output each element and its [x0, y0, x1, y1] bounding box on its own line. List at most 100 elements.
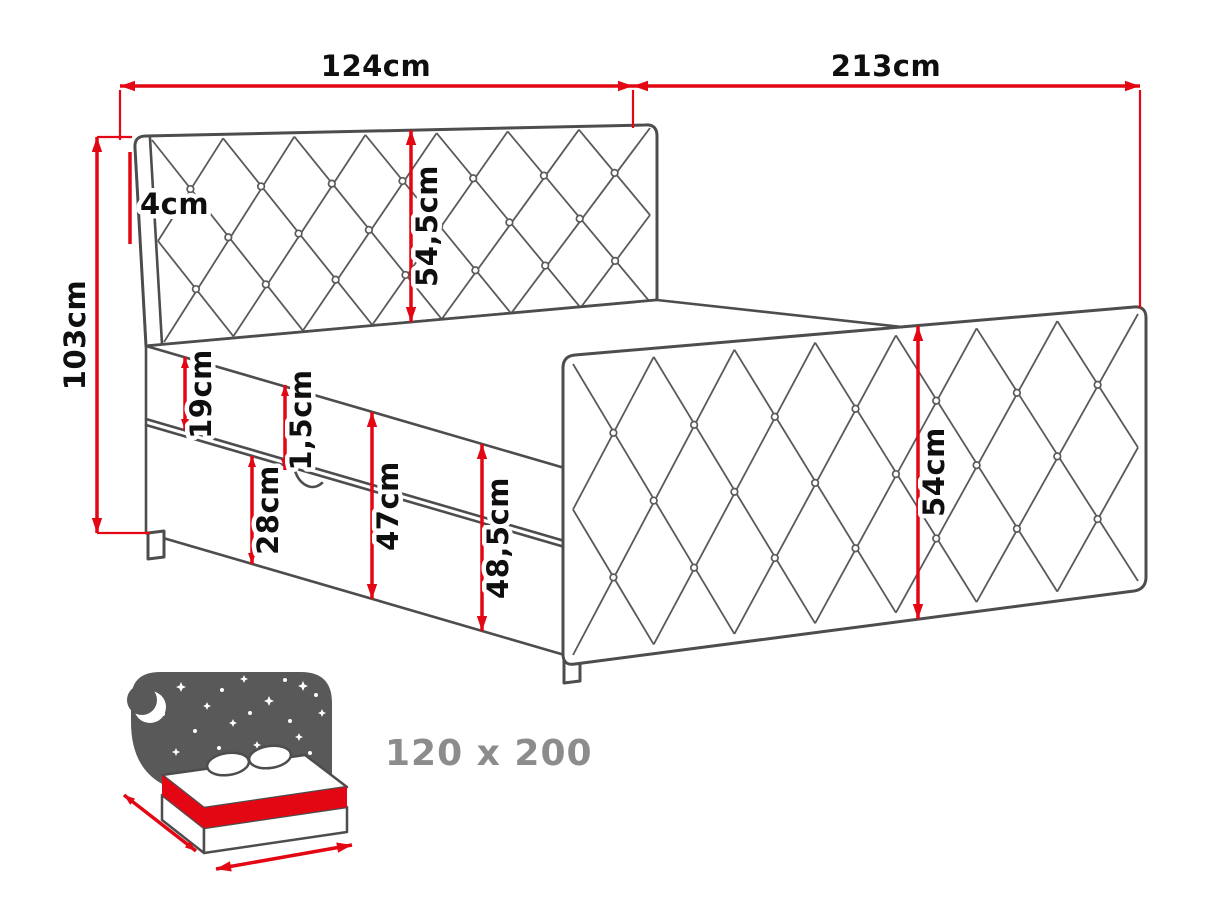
icon-mattress-red-left-face	[162, 775, 204, 828]
label-top-thickness: 4cm	[140, 187, 209, 221]
tufting-button	[434, 221, 444, 231]
tufting-button	[649, 496, 658, 505]
tufting-button	[770, 553, 779, 563]
tufting-button	[609, 573, 618, 582]
label-side-mid-height: 47cm	[371, 461, 405, 551]
dimension-labels: 124cm 213cm 103cm 4cm 54,5cm 19cm 1,5cm …	[54, 45, 956, 604]
star-icon	[172, 748, 180, 756]
star-dot-icon	[283, 678, 287, 682]
tufting-button	[331, 275, 340, 284]
size-variant-label: 120 x 200	[385, 733, 593, 774]
tufting-button	[1012, 524, 1022, 533]
tufting-button	[505, 218, 514, 227]
tufting-button	[1093, 514, 1102, 524]
label-side-total-height: 48,5cm	[481, 477, 515, 599]
tufting-button	[469, 174, 478, 183]
arrowhead	[405, 307, 417, 322]
footboard-quilt	[572, 313, 1139, 656]
icon-base-front-face	[202, 805, 349, 855]
tufting-button	[224, 233, 233, 242]
moon-shadow	[127, 685, 157, 715]
arrowhead	[281, 459, 289, 470]
tufting-button	[689, 420, 699, 429]
star-dot-icon	[220, 688, 224, 692]
star-icon	[298, 681, 308, 691]
arrowhead	[405, 130, 417, 145]
bed-size-icon	[122, 672, 353, 872]
mattress-back-edge	[144, 298, 659, 348]
star-dot-icon	[161, 712, 165, 716]
tufting-button	[398, 176, 407, 186]
arrowhead	[181, 357, 189, 368]
tufting-button	[1053, 452, 1062, 461]
tufting-button	[541, 261, 550, 270]
tufting-button	[730, 487, 739, 496]
arrowhead	[124, 795, 136, 805]
tufting-button	[851, 544, 860, 553]
arrowhead	[366, 412, 378, 427]
arrowhead	[618, 80, 633, 92]
arrowhead	[91, 137, 103, 152]
star-icon	[203, 702, 211, 710]
tufting-button	[810, 478, 820, 488]
star-icon	[295, 733, 303, 741]
star-dot-icon	[248, 711, 252, 715]
headboard-panel	[133, 123, 659, 348]
tufting-button	[261, 280, 270, 289]
tufting-button	[327, 179, 336, 188]
star-icon	[176, 682, 186, 692]
arrowhead	[912, 604, 924, 619]
headboard-side-thickness-line	[148, 136, 164, 346]
label-footboard-height: 54cm	[917, 427, 951, 517]
star-icon	[229, 719, 237, 727]
tufting-button	[256, 182, 266, 191]
arrowhead	[248, 456, 256, 467]
label-box-height: 28cm	[251, 465, 285, 555]
arrowhead	[1125, 80, 1140, 92]
label-topper-gap: 1,5cm	[284, 369, 318, 470]
arrowhead	[912, 326, 924, 341]
tufting-button	[610, 168, 619, 178]
arrowhead	[366, 584, 378, 599]
star-dot-icon	[288, 719, 292, 723]
mattress-bottom-seam	[144, 417, 570, 544]
star-dot-icon	[193, 729, 197, 733]
dimension-line	[215, 843, 353, 871]
label-headboard-width: 124cm	[321, 49, 431, 83]
mattress-far-edge	[655, 298, 922, 331]
label-headboard-panel-height: 54,5cm	[410, 165, 444, 287]
dimension-lines	[91, 80, 1142, 631]
arrowhead	[476, 616, 488, 631]
tufting-button	[191, 284, 201, 294]
arrowhead	[184, 841, 196, 851]
star-icon	[253, 741, 261, 749]
arrowhead	[120, 80, 135, 92]
mattress-near-edge	[144, 344, 570, 471]
tufting-button	[770, 412, 779, 421]
tufting-button	[186, 184, 195, 194]
label-mattress-height: 19cm	[184, 349, 218, 439]
tufting-button	[610, 256, 620, 266]
arrowhead	[248, 553, 256, 564]
arrowhead	[91, 518, 103, 533]
tufting-button	[932, 534, 941, 543]
tufting-button	[609, 428, 618, 437]
tufting-button	[294, 229, 303, 238]
star-icon	[318, 709, 326, 717]
tufting-button	[401, 270, 410, 280]
star-icon	[240, 675, 248, 683]
tufting-button	[471, 266, 480, 275]
label-total-height: 103cm	[58, 280, 92, 390]
arrowhead	[181, 419, 189, 430]
tufting-button	[539, 171, 549, 180]
tufting-button	[1093, 380, 1102, 389]
arrowhead	[476, 444, 488, 459]
tufting-button	[575, 214, 584, 223]
icon-mattress-red-front-face	[204, 787, 347, 828]
label-bed-length: 213cm	[831, 49, 941, 83]
arrowhead	[216, 861, 232, 872]
star-icon	[264, 696, 274, 706]
tufting-button	[851, 404, 860, 413]
dimension-line	[122, 793, 198, 853]
footboard-panel	[561, 305, 1148, 666]
